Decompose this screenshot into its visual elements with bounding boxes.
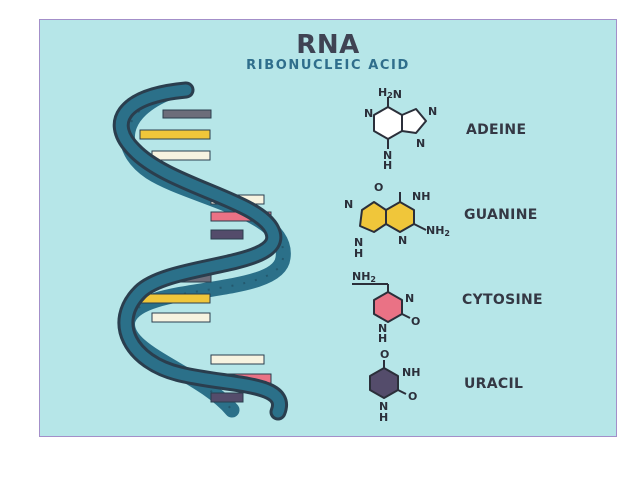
- rung: [151, 150, 211, 161]
- guanine-label: GUANINE: [464, 207, 538, 223]
- uracil-label: URACIL: [464, 376, 524, 392]
- rung: [151, 312, 211, 323]
- svg-text:H: H: [379, 411, 388, 424]
- svg-text:N: N: [364, 107, 373, 120]
- rung: [139, 293, 211, 304]
- svg-text:N: N: [416, 137, 425, 150]
- rung: [139, 129, 211, 140]
- svg-text:H2N: H2N: [378, 86, 402, 101]
- rung: [210, 392, 244, 403]
- svg-text:O: O: [408, 390, 417, 403]
- svg-text:H: H: [383, 159, 392, 172]
- svg-text:N: N: [383, 149, 392, 162]
- page-title: RNA: [296, 30, 360, 60]
- rung: [210, 229, 244, 240]
- guanine-molecule-icon: O NH N N NH2 N H: [344, 181, 450, 260]
- svg-text:NH2: NH2: [352, 270, 376, 284]
- svg-text:NH: NH: [412, 190, 430, 203]
- rung: [210, 354, 265, 365]
- svg-text:O: O: [411, 315, 420, 328]
- svg-text:H: H: [354, 247, 363, 260]
- svg-text:N: N: [378, 322, 387, 335]
- svg-text:N: N: [379, 400, 388, 413]
- svg-text:H: H: [378, 332, 387, 345]
- rna-infographic-card: RNA RIBONUCLEIC ACID: [39, 19, 617, 437]
- adenine-label: ADEINE: [466, 122, 527, 138]
- svg-text:O: O: [374, 181, 383, 194]
- uracil-molecule-icon: O NH O N H: [369, 348, 420, 424]
- svg-text:NH: NH: [402, 366, 420, 379]
- svg-text:O: O: [380, 348, 389, 361]
- adenine-molecule-icon: H2N N N N N H: [364, 86, 437, 172]
- rung: [162, 109, 212, 119]
- cytosine-label: CYTOSINE: [462, 292, 543, 308]
- svg-text:N: N: [398, 234, 407, 247]
- svg-text:N: N: [405, 292, 414, 305]
- page-subtitle: RIBONUCLEIC ACID: [246, 58, 410, 73]
- cytosine-molecule-icon: NH2 N O N H: [352, 270, 420, 345]
- helix-front-strand-face: [115, 84, 285, 418]
- svg-text:N: N: [354, 236, 363, 249]
- svg-text:N: N: [344, 198, 353, 211]
- svg-text:N: N: [428, 105, 437, 118]
- svg-text:NH2: NH2: [426, 224, 450, 238]
